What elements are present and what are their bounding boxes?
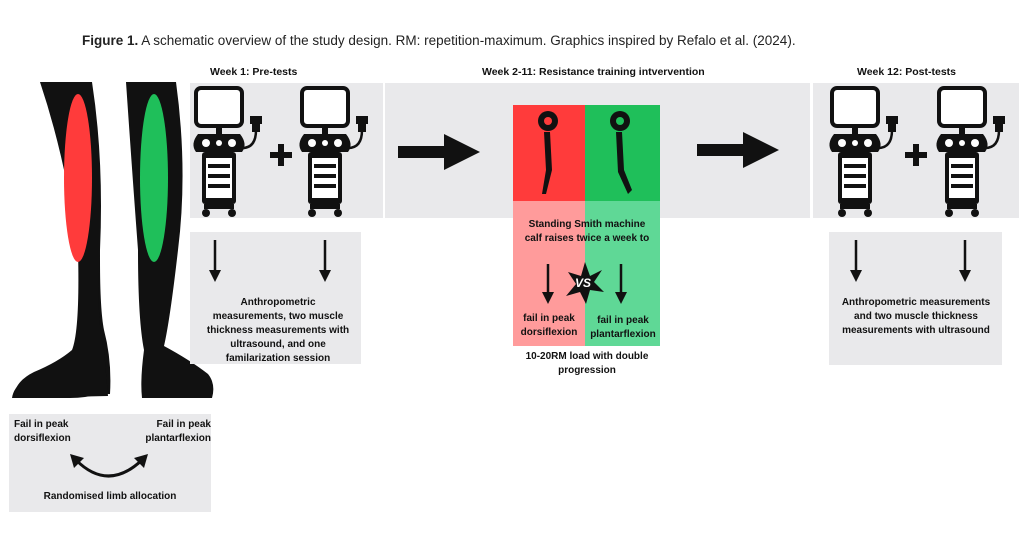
right-limb-label: Fail in peak plantarflexion (145, 419, 211, 444)
pretest-header: Week 1: Pre-tests (210, 66, 298, 78)
figure-caption-text: A schematic overview of the study design… (141, 33, 796, 48)
right-muscle-icon (140, 94, 168, 262)
down-arrow-icon (959, 240, 971, 282)
intervention-header: Week 2-11: Resistance training intverven… (482, 66, 705, 78)
figure-label: Figure 1. (82, 33, 139, 48)
load-label: 10-20RM load with double progression (525, 351, 649, 376)
smith-machine-icon (538, 111, 558, 194)
red-condition-label: fail in peak dorsiflexion (520, 313, 578, 338)
down-arrow-icon (542, 264, 554, 304)
allocation-label: Randomised limb allocation (43, 491, 177, 502)
versus-burst-icon (566, 262, 604, 304)
posttest-header: Week 12: Post-tests (857, 66, 957, 78)
posttest-description: Anthropometric measurements and two musc… (841, 297, 991, 336)
posttest-description-panel (829, 232, 1002, 365)
down-arrow-icon (319, 240, 331, 282)
down-arrow-icon (615, 264, 627, 304)
down-arrow-icon (850, 240, 862, 282)
plus-icon-2 (905, 144, 927, 166)
left-limb-label: Fail in peak dorsiflexion (14, 419, 71, 444)
flow-arrow-icon-1 (398, 134, 480, 170)
smith-machine-icon (610, 111, 632, 194)
figure-caption: Figure 1. A schematic overview of the st… (82, 33, 796, 48)
green-condition-label: fail in peak plantarflexion (590, 315, 656, 340)
intervention-protocol: Standing Smith machine calf raises twice… (524, 219, 650, 244)
allocation-panel (9, 414, 211, 512)
down-arrow-icon (209, 240, 221, 282)
flow-arrow-icon-2 (697, 132, 779, 168)
left-muscle-icon (64, 94, 92, 262)
plus-icon-1 (270, 144, 292, 166)
pretest-description-panel (190, 232, 361, 364)
pretest-description: Anthropometric measurements, two muscle … (206, 297, 350, 364)
versus-label: VS (575, 276, 592, 290)
